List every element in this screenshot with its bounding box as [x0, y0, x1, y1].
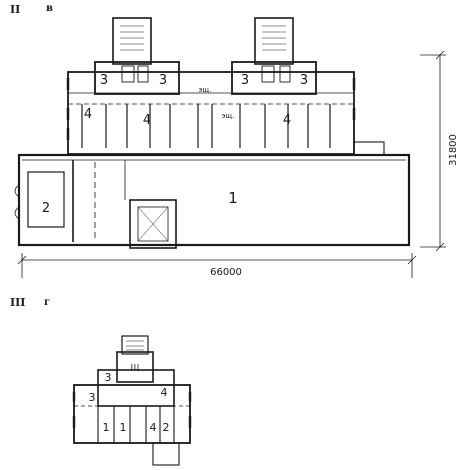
room-label-bay-3d: 3 — [300, 73, 308, 88]
plan-g-stair — [121, 335, 149, 355]
plan-g-label-1b: 1 — [120, 421, 127, 434]
tower-right-stair-treads — [262, 25, 286, 51]
plan-g-label-4a: 4 — [161, 386, 168, 399]
annex-room-2 — [27, 171, 65, 228]
tower-left-stair — [112, 17, 152, 65]
room-label-bay-3c: 3 — [241, 73, 249, 88]
tower-right-shaft — [279, 65, 291, 83]
plan-g — [72, 335, 192, 466]
section-3-roman: III — [10, 296, 26, 309]
side-entrance — [353, 141, 385, 156]
plan-g-label-1a: 1 — [103, 421, 110, 434]
tower-right-lift — [261, 65, 275, 83]
core-label-b: эщ. — [222, 112, 235, 120]
section-3-letter: г — [44, 297, 51, 308]
plan-g-bottom-annex — [152, 442, 180, 466]
upper-window-marks — [66, 78, 356, 140]
plan-g-cross-walls — [97, 406, 175, 443]
main-hall-outline — [17, 153, 411, 247]
room-label-hall: 1 — [228, 189, 238, 207]
room-label-bay-4a: 4 — [84, 107, 92, 122]
section-2-roman: II — [10, 3, 21, 16]
plan-g-stair-treads — [126, 340, 144, 351]
annex-door-arcs — [14, 184, 20, 220]
plan-g-window-marks — [72, 392, 192, 428]
plan-v — [14, 17, 446, 278]
tower-right-stair — [254, 17, 294, 65]
upper-block-outline — [67, 71, 355, 155]
upper-cross-walls — [81, 104, 331, 148]
plan-g-body — [73, 384, 191, 444]
plan-g-core-label: Щ — [131, 363, 140, 372]
plan-g-mid — [97, 369, 175, 407]
plan-g-label-3a: 3 — [89, 391, 96, 404]
tower-left-stair-treads — [120, 25, 144, 51]
room-label-bay-4c: 4 — [283, 113, 291, 128]
depth-dimension-label: 31800 — [448, 134, 459, 166]
plan-g-label-4b: 4 — [150, 421, 157, 434]
tower-right-outline — [231, 61, 317, 95]
room-label-annex: 2 — [42, 201, 50, 216]
room-label-bay-3b: 3 — [159, 73, 167, 88]
section-2-letter: в — [46, 3, 53, 14]
hall-stair — [129, 199, 177, 249]
plan-g-core — [116, 351, 154, 383]
tower-left-shaft — [137, 65, 149, 83]
room-label-bay-4b: 4 — [143, 113, 151, 128]
hall-stair-inner — [137, 206, 169, 242]
tower-left-outline — [94, 61, 180, 95]
width-dimension-label: 66000 — [210, 267, 242, 278]
room-label-bay-3a: 3 — [100, 73, 108, 88]
core-label-a: эщ. — [199, 86, 212, 94]
plan-g-label-2: 2 — [163, 421, 170, 434]
width-dimension-line — [17, 253, 417, 278]
plan-g-label-3b: 3 — [105, 371, 112, 384]
hall-stair-cross — [137, 206, 169, 242]
tower-left-lift — [121, 65, 135, 83]
depth-dimension-line — [420, 50, 446, 252]
